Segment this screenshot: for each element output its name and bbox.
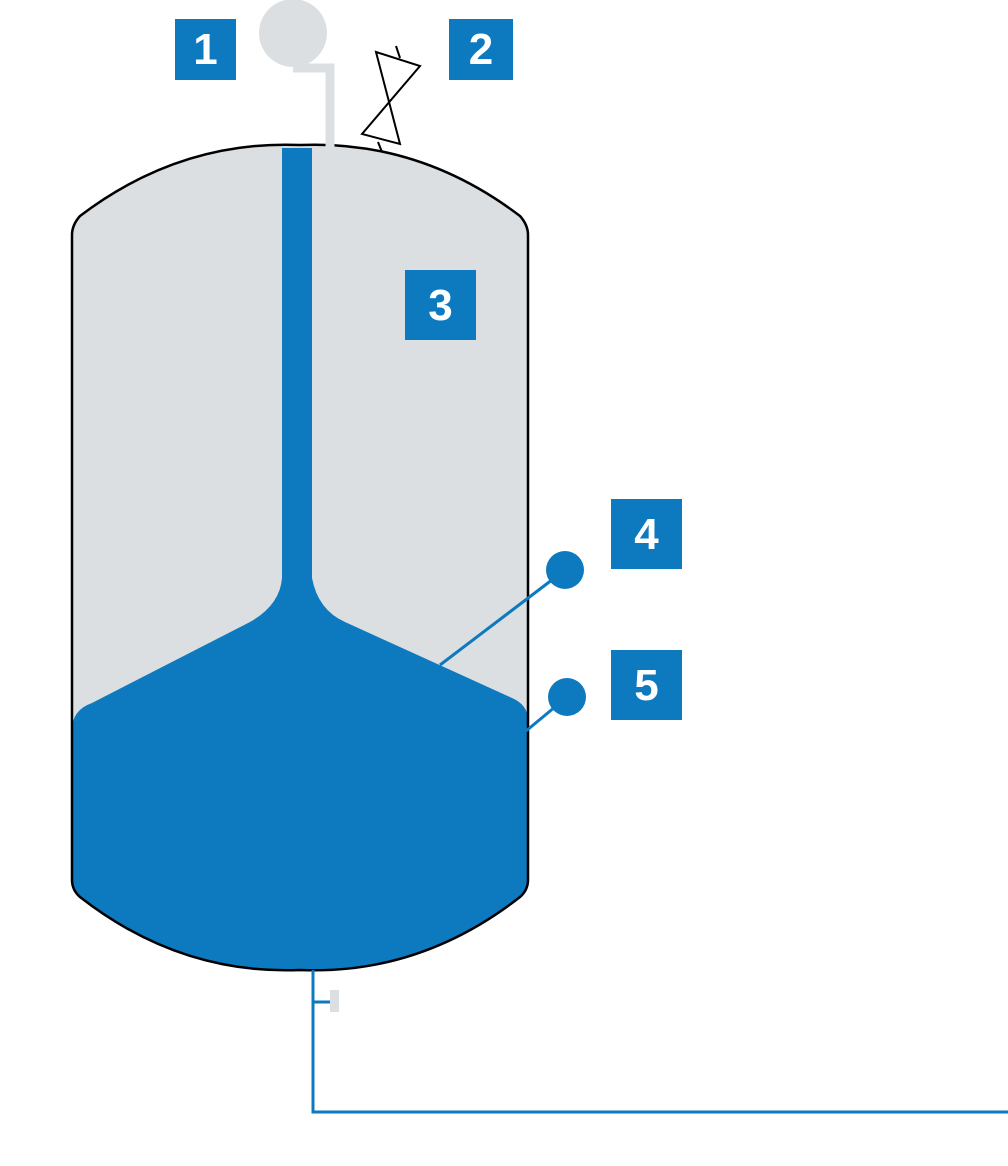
sensor-dot-icon [548, 678, 586, 716]
drain-pipe [311, 970, 1008, 1114]
callout-4-label: 4 [634, 510, 659, 559]
callout-5-label: 5 [634, 661, 658, 710]
liquid-region [72, 148, 528, 971]
callout-4: 4 [611, 499, 682, 569]
sensor-dot-icon [546, 551, 584, 589]
callout-3: 3 [405, 270, 476, 340]
callout-2-label: 2 [469, 25, 493, 74]
callout-5: 5 [611, 650, 682, 720]
sensor-5 [525, 678, 586, 733]
vessel-outline [70, 143, 530, 972]
valve-icon [360, 45, 422, 153]
sensor-4 [439, 551, 584, 667]
callout-3-label: 3 [428, 281, 452, 330]
callout-1-label: 1 [193, 25, 217, 74]
pressure-gauge-icon [259, 0, 335, 148]
callout-2: 2 [449, 19, 513, 80]
callout-1: 1 [175, 19, 236, 80]
